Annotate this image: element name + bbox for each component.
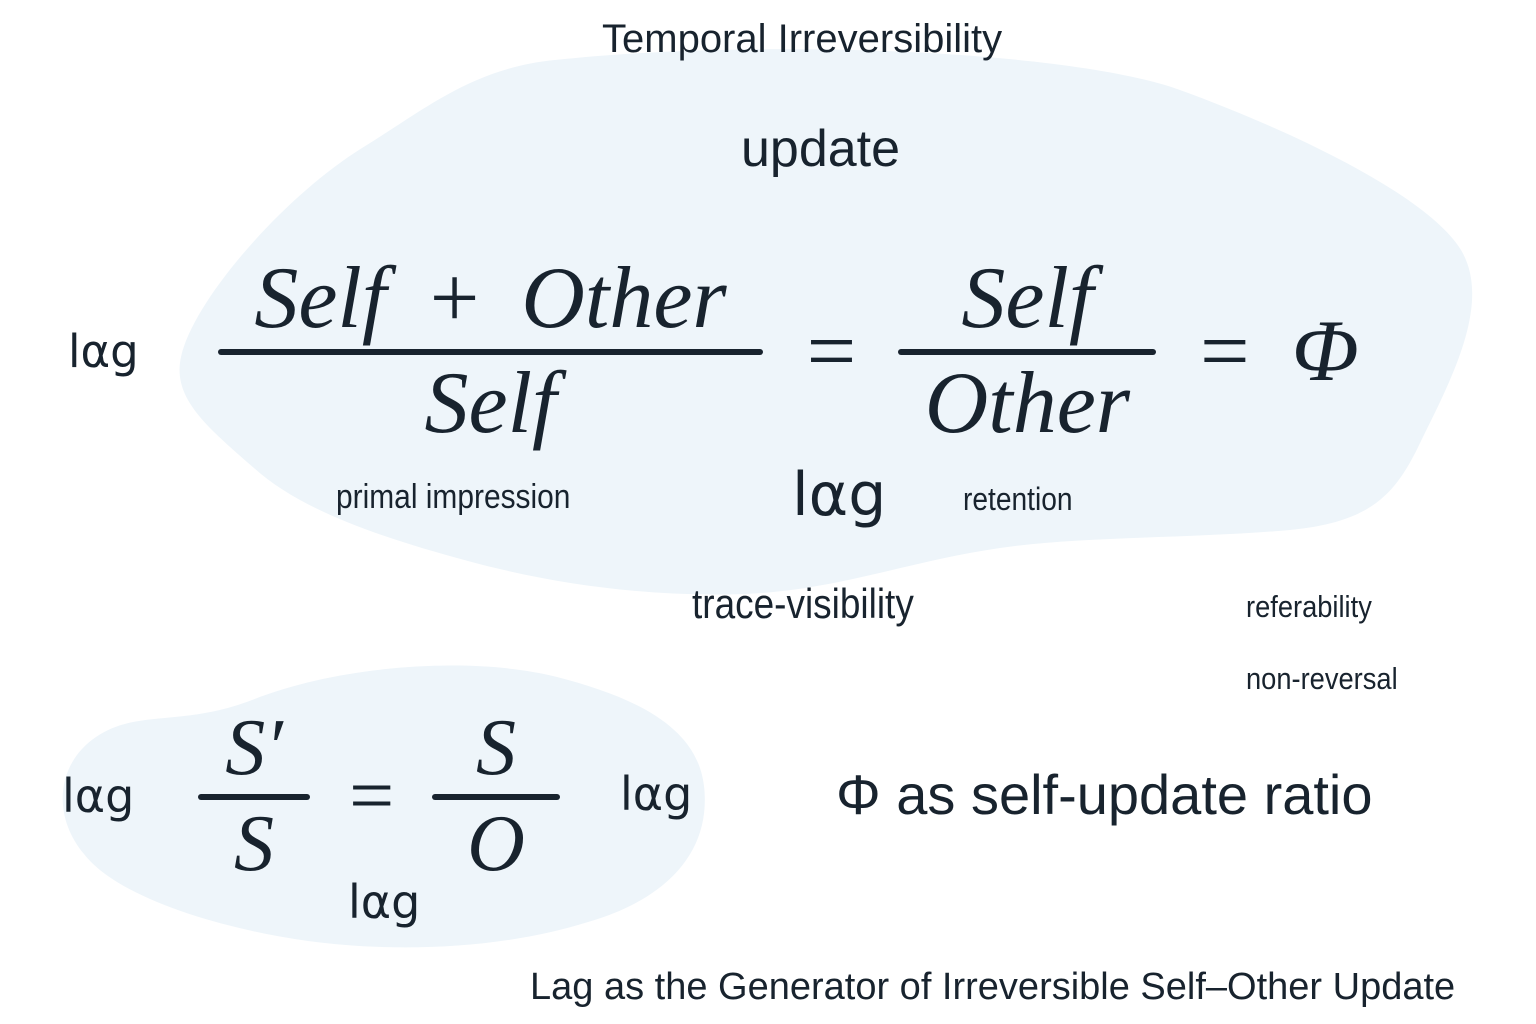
fraction-bar (431, 793, 560, 800)
diagram-caption: Lag as the Generator of Irreversible Sel… (530, 966, 1456, 1008)
lag-label-eq2-right: lαg (620, 767, 693, 821)
phi-ratio-annotation: Φ as self-update ratio (836, 763, 1373, 826)
lag-label-main-below: lαg (792, 460, 887, 530)
fraction-bar (198, 793, 310, 800)
equals-sign: = (1194, 303, 1254, 401)
fraction-self-over-other: Self Other (898, 250, 1157, 453)
equation-main: Self + Other Self = Self Other = Φ (218, 250, 1359, 453)
retention-label: retention (963, 481, 1073, 517)
blob-background-bottom (62, 665, 705, 948)
non-reversal-label: non-reversal (1246, 661, 1398, 696)
fraction-self-plus-other-over-self: Self + Other Self (218, 250, 763, 453)
denominator: O (467, 799, 525, 888)
fraction-bar (898, 348, 1157, 355)
primal-impression-label: primal impression (336, 478, 571, 516)
referability-label: referability (1246, 589, 1372, 624)
numerator: Self (961, 250, 1094, 347)
fraction-s-over-o: S O (431, 704, 560, 889)
equals-sign: = (801, 303, 861, 401)
blob-background-top (179, 49, 1473, 595)
lag-label-eq2-below: lαg (348, 875, 421, 929)
phi-symbol: Φ (1291, 303, 1359, 401)
numerator: S (475, 704, 516, 792)
equation-second: S′ S = S O (198, 704, 560, 889)
lag-label-main-left: lαg (68, 325, 139, 378)
denominator: Other (924, 354, 1131, 452)
trace-visibility-label: trace-visibility (692, 580, 914, 627)
fraction-bar (218, 348, 763, 355)
numerator: Self + Other (254, 250, 727, 347)
page-title: Temporal Irreversibility (602, 17, 1003, 61)
equals-sign: = (344, 752, 398, 841)
numerator: S′ (225, 704, 283, 792)
update-label: update (741, 120, 901, 178)
lag-label-eq2-left: lαg (62, 769, 135, 823)
denominator: S (234, 799, 274, 888)
denominator: Self (424, 354, 557, 452)
fraction-sprime-over-s: S′ S (198, 704, 310, 889)
